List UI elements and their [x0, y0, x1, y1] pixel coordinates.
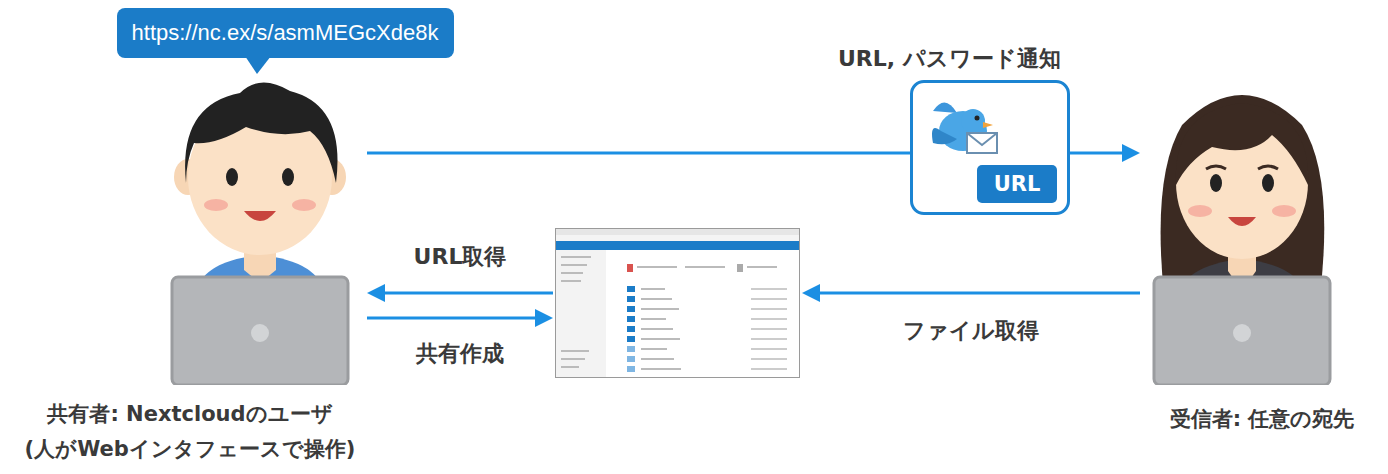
person-caption: 共有者: Nextcloudのユーザ — [15, 400, 365, 428]
url-text: https://nc.ex/s/asmMEGcXde8k — [132, 20, 439, 46]
nextcloud-screenshot — [555, 228, 800, 378]
arrow-label: 共有作成 — [416, 339, 504, 369]
person-caption: (人がWebインタフェースで操作) — [15, 435, 365, 463]
flow-arrow — [367, 284, 553, 302]
notification-box: URL — [910, 80, 1070, 215]
url-speech-bubble: https://nc.ex/s/asmMEGcXde8k — [117, 8, 454, 58]
nextcloud-window — [555, 228, 800, 378]
url-badge: URL — [977, 165, 1057, 203]
sharer-person: 共有者: Nextcloudのユーザ (人がWebインタフェースで操作) — [15, 65, 365, 470]
person-caption: 受信者: 任意の宛先 — [1142, 405, 1382, 433]
arrow-label: URL取得 — [414, 242, 507, 272]
receiver-person: 受信者: 任意の宛先 — [1142, 65, 1382, 445]
arrow-label: ファイル取得 — [903, 316, 1039, 346]
bird-mail-icon — [927, 91, 1007, 169]
sharer-illustration — [160, 65, 360, 385]
flow-arrow — [367, 309, 553, 327]
flow-arrow — [802, 284, 1140, 302]
heading-label: URL, パスワード通知 — [838, 44, 1061, 74]
speech-tail — [245, 56, 271, 76]
receiver-illustration — [1142, 65, 1342, 385]
